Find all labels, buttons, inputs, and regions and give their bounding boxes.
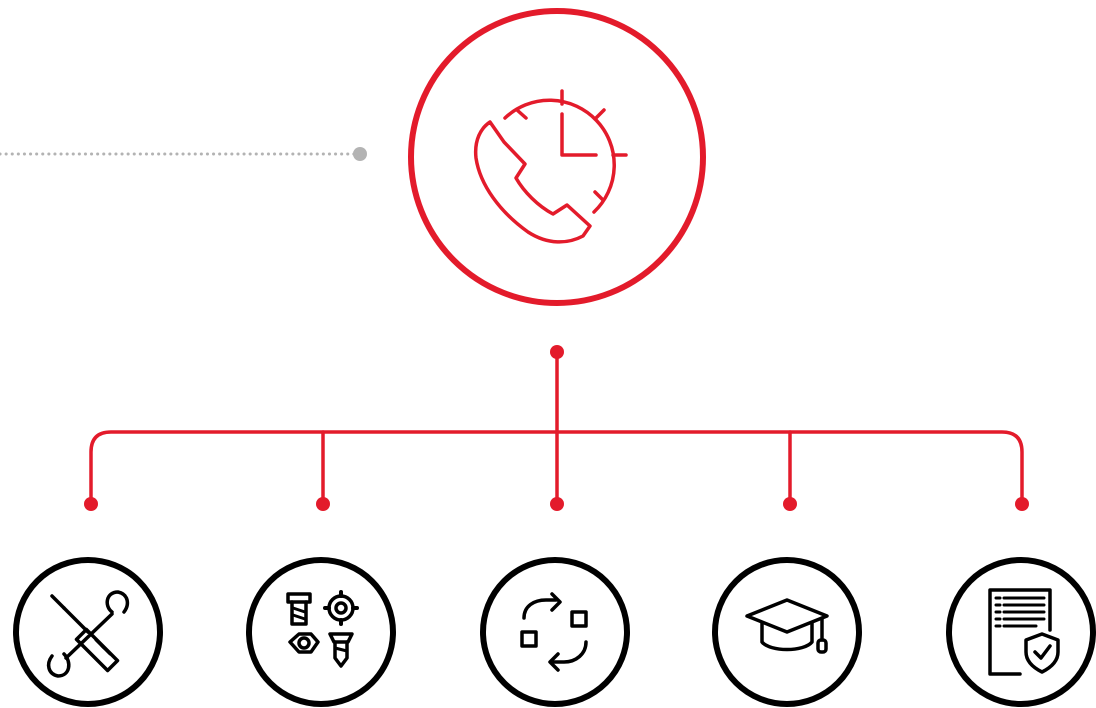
child-node-education <box>712 557 862 707</box>
branch-dot-4 <box>783 497 797 511</box>
tree-connectors <box>84 345 1029 511</box>
tools-icon <box>46 590 130 678</box>
hub-node <box>408 8 706 306</box>
hub-ring <box>408 8 706 306</box>
child-node-tools <box>13 557 163 707</box>
branch-dot-3 <box>550 497 564 511</box>
branch-dot-1 <box>84 497 98 511</box>
branch-dot-5 <box>1015 497 1029 511</box>
hub-anchor-dot <box>550 345 564 359</box>
connector-end-dot <box>353 147 367 161</box>
child-node-warranty <box>946 557 1096 707</box>
exchange-icon <box>520 592 588 672</box>
branch-dot-2 <box>316 497 330 511</box>
graduation-cap-icon <box>745 598 829 654</box>
hardware-parts-icon <box>286 590 359 668</box>
child-node-exchange <box>480 557 630 707</box>
phone-clock-icon <box>473 89 628 244</box>
document-shield-icon <box>988 588 1060 676</box>
child-node-hardware <box>246 557 396 707</box>
dotted-connector <box>0 147 367 161</box>
